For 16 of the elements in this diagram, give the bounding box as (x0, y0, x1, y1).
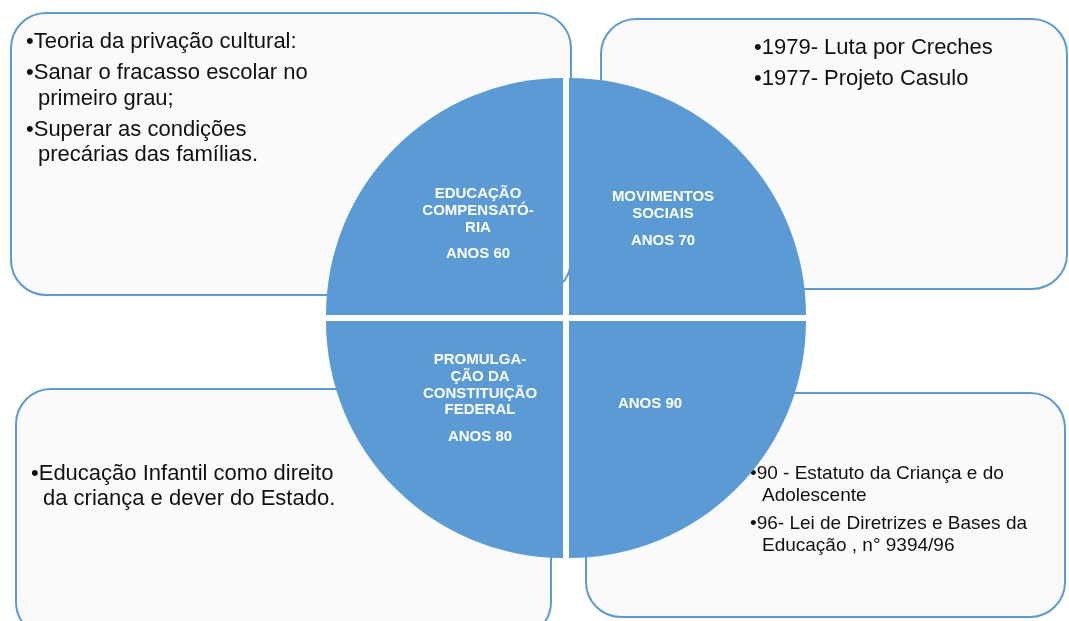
bullet-item: •96- Lei de Diretrizes e Bases da Educação , n° 9394/96 (750, 511, 1028, 556)
circle-quadrant (326, 78, 563, 315)
bullet-item: •Educação Infantil como direito da criança e dever do Estado. (31, 460, 337, 511)
quadrant-label: ANOS 70 (629, 231, 697, 249)
bullet-item: •Superar as condições precárias das famílias. (26, 115, 260, 167)
quadrant-label: ANOS 80 (446, 428, 514, 445)
bullet-item: •Teoria da privação cultural: (26, 28, 298, 54)
quadrant-label: PROMULGA- ÇÃO DA CONSTITUIÇÃO FEDERAL (421, 351, 539, 419)
quadrant-label: ANOS 90 (616, 395, 684, 412)
quadrant-label: MOVIMENTOS SOCIAIS (610, 188, 716, 222)
bullet-item: •90 - Estatuto da Criança e do Adolescente (750, 462, 1005, 506)
bullet-item: •1979- Luta por Creches (754, 34, 994, 60)
bullet-item: •Sanar o fracasso escolar no primeiro grau; (26, 59, 309, 110)
quadrant-label: ANOS 60 (444, 245, 512, 263)
quadrant-label: EDUCAÇÃO COMPENSATÓ- RIA (421, 185, 535, 236)
bullet-item: •1977- Projeto Casulo (754, 65, 970, 91)
